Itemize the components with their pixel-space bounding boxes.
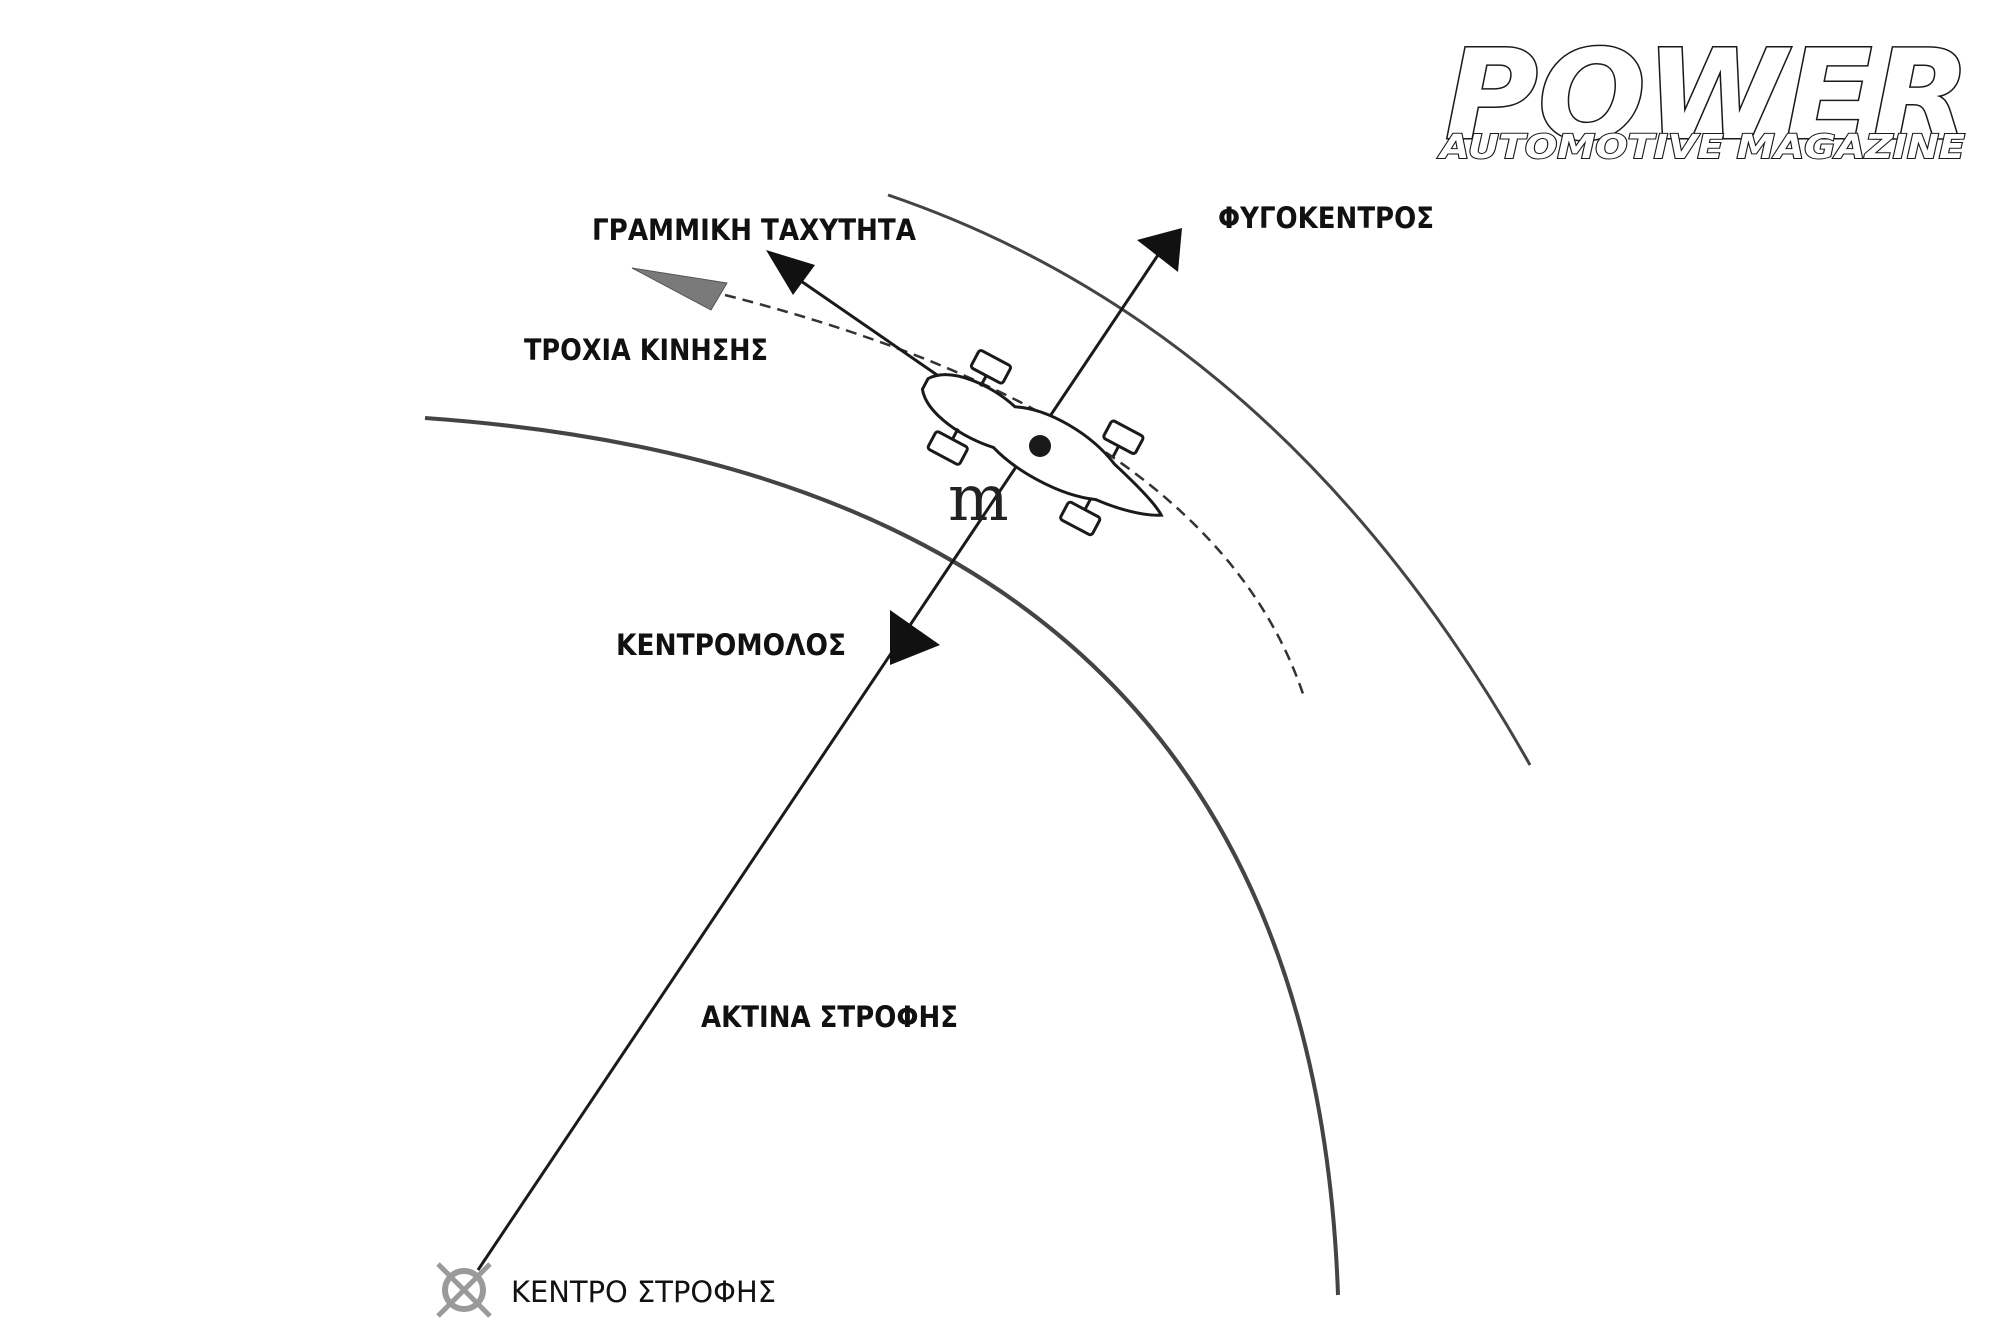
turn-center-marker-icon: [436, 1262, 492, 1318]
logo-subtitle: AUTOMOTIVE MAGAZINE: [1437, 127, 1966, 166]
turn-radius-label: ΑΚΤΙΝΑ ΣΤΡΟΦΗΣ: [701, 1000, 958, 1034]
logo-title: POWER: [1445, 24, 1970, 168]
outer-road-edge-curve: [887, 193, 1532, 766]
centrifugal-label: ΦΥΓΟΚΕΝΤΡΟΣ: [1218, 201, 1434, 235]
linear-velocity-arrowhead: [766, 250, 815, 295]
center-of-mass-dot: [1029, 435, 1051, 457]
inner-road-edge-curve: [424, 416, 1340, 1296]
centrifugal-arrowhead: [1137, 228, 1182, 272]
turn-center-label: ΚΕΝΤΡΟ ΣΤΡΟΦΗΣ: [511, 1275, 776, 1309]
power-magazine-logo: POWER AUTOMOTIVE MAGAZINE: [1436, 23, 1972, 170]
trajectory-dashed-path: [724, 293, 1307, 701]
trajectory-arrowhead: [631, 267, 728, 311]
turn-radius-line: [476, 251, 1162, 1271]
linear-velocity-label: ΓΡΑΜΜΙΚΗ ΤΑΧΥΤΗΤΑ: [592, 213, 916, 247]
centripetal-arrowhead: [890, 610, 940, 665]
centripetal-label: ΚΕΝΤΡΟΜΟΛΟΣ: [616, 628, 846, 662]
trajectory-label: ΤΡΟΧΙΑ ΚΙΝΗΣΗΣ: [524, 333, 768, 367]
mass-label: m: [948, 462, 1009, 536]
